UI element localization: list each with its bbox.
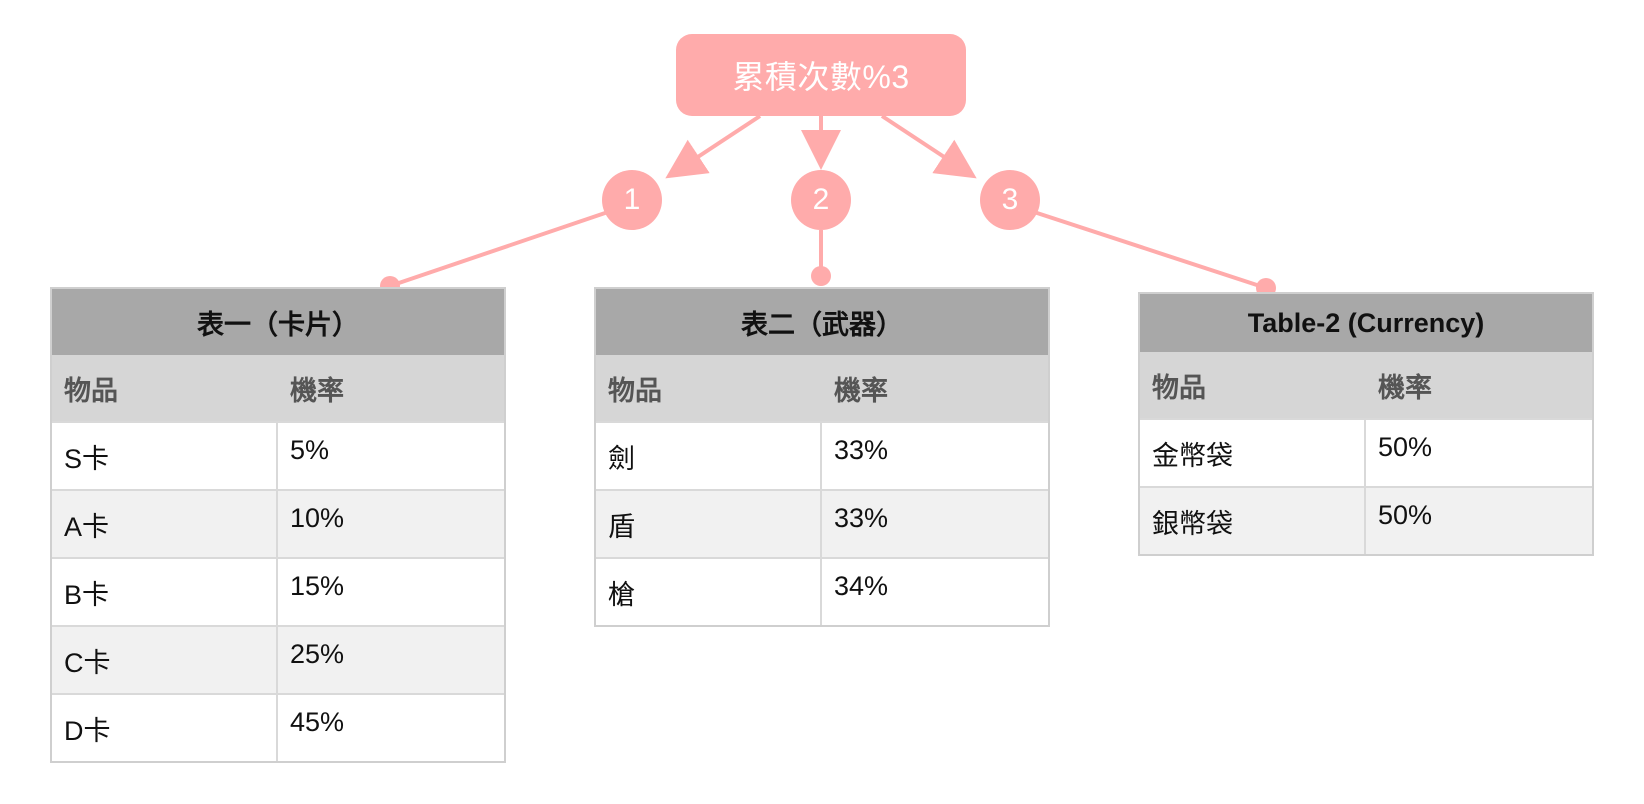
table-weapons: 表二（武器） 物品 機率 劍 33% 盾 33% 槍 34% (594, 287, 1050, 627)
row-probability: 50% (1378, 500, 1433, 530)
arrow-to-branch-3 (880, 114, 977, 179)
row-item: C卡 (52, 627, 278, 693)
header-probability: 機率 (290, 375, 344, 406)
row-item: B卡 (52, 559, 278, 625)
row-item: 金幣袋 (1140, 420, 1366, 486)
arrow-to-branch-1 (665, 114, 762, 179)
table-row: 劍 33% (596, 421, 1048, 489)
row-item: 銀幣袋 (1140, 488, 1366, 554)
table-cards: 表一（卡片） 物品 機率 S卡 5% A卡 10% B卡 15% C卡 25% … (50, 287, 506, 763)
row-item: 盾 (596, 491, 822, 557)
row-probability: 33% (834, 503, 889, 533)
header-probability: 機率 (1378, 372, 1432, 403)
root-node-cumulative-count: 累積次數%3 (676, 34, 966, 116)
branch-circle-2: 2 (791, 170, 851, 230)
header-item: 物品 (1152, 372, 1206, 403)
branch-label-2: 2 (812, 183, 830, 216)
link-dot-table-2 (811, 266, 831, 286)
branch-label-3: 3 (1001, 183, 1019, 216)
table-row: C卡 25% (52, 625, 504, 693)
row-probability: 5% (290, 435, 330, 465)
table-row: B卡 15% (52, 557, 504, 625)
row-item: A卡 (52, 491, 278, 557)
table-header-row: 物品 機率 (52, 355, 504, 421)
table-row: S卡 5% (52, 421, 504, 489)
row-probability: 34% (834, 571, 889, 601)
header-probability: 機率 (834, 375, 888, 406)
table-row: 金幣袋 50% (1140, 418, 1592, 486)
row-item: 槍 (596, 559, 822, 625)
link-branch-1-to-table-1 (389, 210, 609, 288)
row-item: 劍 (596, 423, 822, 489)
table-header-row: 物品 機率 (596, 355, 1048, 421)
branch-circle-3: 3 (980, 170, 1040, 230)
header-item: 物品 (608, 375, 662, 406)
table-title: 表一（卡片） (52, 289, 504, 355)
row-probability: 25% (290, 639, 345, 669)
row-probability: 15% (290, 571, 345, 601)
row-probability: 45% (290, 707, 345, 737)
table-header-row: 物品 機率 (1140, 352, 1592, 418)
link-branch-3-to-table-3 (1033, 210, 1267, 290)
branch-label-1: 1 (623, 183, 641, 216)
table-currency: Table-2 (Currency) 物品 機率 金幣袋 50% 銀幣袋 50% (1138, 292, 1594, 556)
row-probability: 10% (290, 503, 345, 533)
table-row: 盾 33% (596, 489, 1048, 557)
table-row: 槍 34% (596, 557, 1048, 625)
table-row: 銀幣袋 50% (1140, 486, 1592, 554)
table-row: D卡 45% (52, 693, 504, 761)
row-item: D卡 (52, 695, 278, 761)
table-title: 表二（武器） (596, 289, 1048, 355)
root-node-label: 累積次數%3 (732, 59, 910, 95)
branch-circle-1: 1 (602, 170, 662, 230)
row-item: S卡 (52, 423, 278, 489)
row-probability: 50% (1378, 432, 1433, 462)
table-title: Table-2 (Currency) (1140, 294, 1592, 352)
row-probability: 33% (834, 435, 889, 465)
table-row: A卡 10% (52, 489, 504, 557)
header-item: 物品 (64, 375, 118, 406)
